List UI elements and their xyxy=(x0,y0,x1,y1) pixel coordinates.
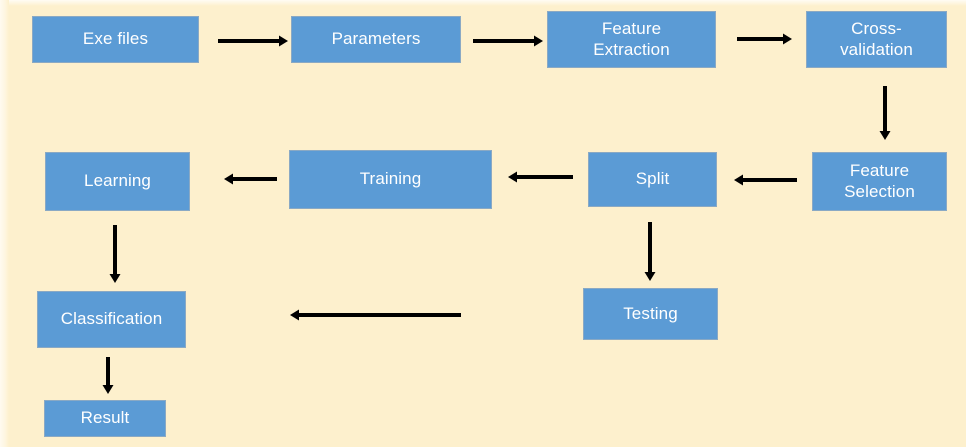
node-training[interactable]: Training xyxy=(289,150,492,209)
edge-training-to-learning xyxy=(212,167,289,191)
node-result[interactable]: Result xyxy=(44,400,166,437)
edge-split-to-testing xyxy=(638,210,662,293)
node-cross-validation[interactable]: Cross- validation xyxy=(806,11,947,68)
canvas-left-highlight xyxy=(0,0,9,447)
node-label: Feature Extraction xyxy=(593,18,670,59)
edge-classification-to-result xyxy=(96,345,120,406)
node-split[interactable]: Split xyxy=(588,152,717,207)
node-label: Split xyxy=(635,169,670,189)
node-label: Cross- validation xyxy=(840,18,913,59)
node-classification[interactable]: Classification xyxy=(37,291,186,348)
edge-exe-files-to-parameters xyxy=(206,29,300,53)
node-learning[interactable]: Learning xyxy=(45,152,190,211)
node-label: Feature Selection xyxy=(844,160,915,201)
node-label: Parameters xyxy=(331,29,421,49)
node-exe-files[interactable]: Exe files xyxy=(32,16,199,63)
edge-split-to-training xyxy=(496,165,585,189)
edge-unconnected-arrow xyxy=(278,303,473,327)
node-parameters[interactable]: Parameters xyxy=(291,16,461,63)
node-label: Testing xyxy=(623,303,678,323)
edge-feature-selection-to-split xyxy=(722,168,809,192)
edge-cross-validation-to-feature-selection xyxy=(873,74,897,152)
node-label: Training xyxy=(359,169,422,189)
edge-learning-to-classification xyxy=(103,213,127,295)
node-label: Result xyxy=(80,408,130,428)
canvas-top-highlight xyxy=(0,0,966,6)
node-label: Learning xyxy=(84,171,151,191)
node-label: Exe files xyxy=(82,29,149,49)
edge-parameters-to-feature-extraction xyxy=(461,29,555,53)
node-testing[interactable]: Testing xyxy=(583,288,718,340)
node-feature-extraction[interactable]: Feature Extraction xyxy=(547,11,716,68)
node-label: Classification xyxy=(60,309,163,329)
node-feature-selection[interactable]: Feature Selection xyxy=(812,152,947,211)
edge-feature-extraction-to-cross-validation xyxy=(725,27,804,51)
